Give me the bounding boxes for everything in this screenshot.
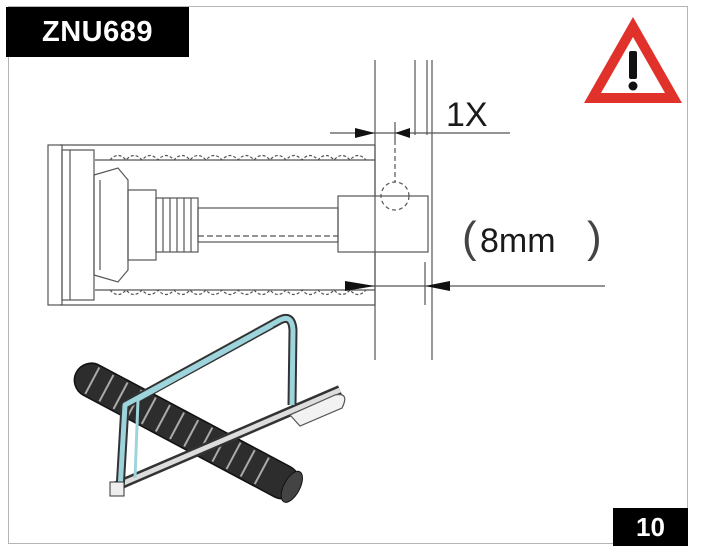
warning-triangle-icon xyxy=(584,17,682,103)
open-paren-icon: ( xyxy=(462,213,477,262)
multiplier-label: 1X xyxy=(446,96,488,134)
page-frame xyxy=(8,6,688,544)
model-code-badge: ZNU689 xyxy=(6,7,189,57)
page-number: 10 xyxy=(613,508,688,546)
measurement-label: 8mm xyxy=(480,222,556,260)
close-paren-icon: ) xyxy=(587,213,602,262)
hacksaw-icon xyxy=(73,313,346,503)
